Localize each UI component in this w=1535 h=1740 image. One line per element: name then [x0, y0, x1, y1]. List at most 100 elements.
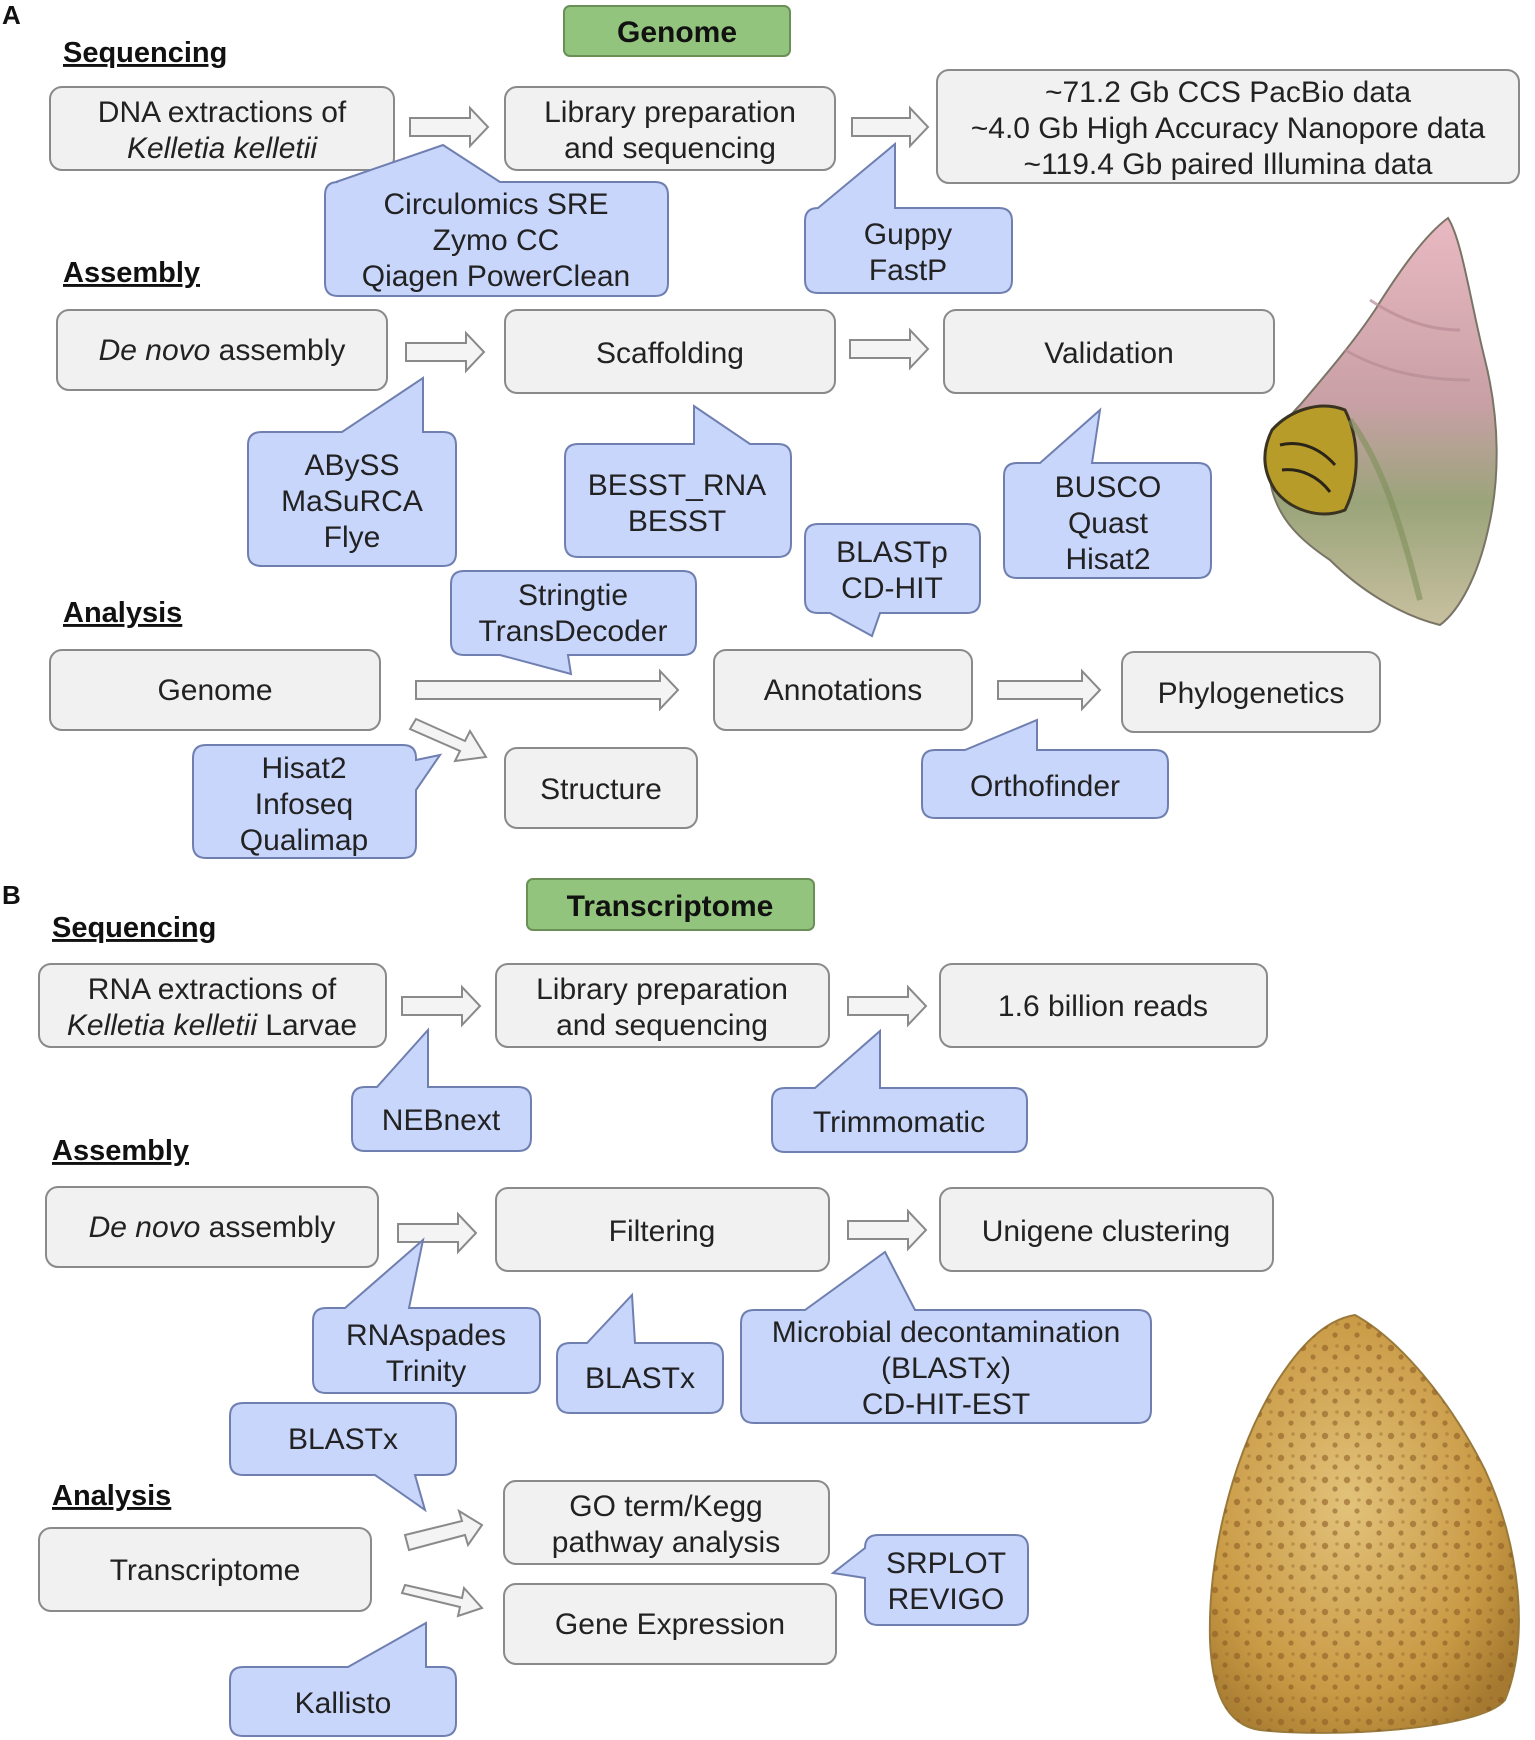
step-annotations: Annotations — [713, 649, 973, 731]
svg-text:Library preparation: Library preparation — [536, 973, 788, 1006]
step-unigene-clustering: Unigene clustering — [939, 1187, 1274, 1272]
step-genome: Genome — [49, 649, 381, 731]
section-assembly-b: Assembly — [52, 1135, 189, 1167]
svg-text:~119.4 Gb paired Illumina data: ~119.4 Gb paired Illumina data — [1024, 148, 1433, 181]
svg-text:Qiagen PowerClean: Qiagen PowerClean — [362, 260, 631, 293]
step-scaffolding: Scaffolding — [504, 309, 836, 394]
svg-text:Qualimap: Qualimap — [240, 824, 368, 857]
svg-text:pathway analysis: pathway analysis — [552, 1526, 780, 1559]
step-transcriptome: Transcriptome — [38, 1527, 372, 1612]
step-de-novo-assembly-b: De novo assembly — [45, 1186, 379, 1268]
svg-text:FastP: FastP — [869, 254, 947, 287]
arrow-right — [851, 105, 930, 149]
svg-text:MaSuRCA: MaSuRCA — [281, 485, 423, 518]
svg-text:NEBnext: NEBnext — [382, 1104, 501, 1137]
step-rna-extractions: RNA extractions of Kelletia kelletii Lar… — [38, 963, 387, 1048]
svg-text:BUSCO: BUSCO — [1055, 471, 1162, 504]
svg-text:Microbial decontamination: Microbial decontamination — [772, 1316, 1121, 1349]
svg-text:Zymo CC: Zymo CC — [433, 224, 560, 257]
genome-banner: Genome — [563, 5, 791, 57]
genome-banner-label: Genome — [617, 16, 737, 49]
arrows-panel-b — [397, 984, 928, 1618]
svg-text:CD-HIT-EST: CD-HIT-EST — [862, 1388, 1030, 1421]
svg-text:1.6 billion reads: 1.6 billion reads — [998, 990, 1208, 1023]
svg-text:Kelletia kelletii Larvae: Kelletia kelletii Larvae — [67, 1009, 357, 1042]
svg-text:Trinity: Trinity — [386, 1355, 467, 1388]
svg-text:BLASTx: BLASTx — [288, 1423, 398, 1456]
step-gene-expression: Gene Expression — [503, 1583, 837, 1665]
svg-text:Quast: Quast — [1068, 507, 1149, 540]
step-phylogenetics: Phylogenetics — [1121, 651, 1381, 733]
transcriptome-banner-label: Transcriptome — [567, 890, 774, 923]
callout-extraction-kits: Circulomics SRE Zymo CC Qiagen PowerClea… — [324, 143, 669, 297]
section-analysis-a: Analysis — [63, 597, 182, 629]
arrow-right — [397, 1211, 478, 1255]
svg-text:Orthofinder: Orthofinder — [970, 770, 1120, 803]
callout-trimming: Trimmomatic — [771, 1028, 1028, 1153]
step-validation: Validation — [943, 309, 1275, 394]
section-sequencing-a: Sequencing — [63, 37, 227, 69]
svg-text:REVIGO: REVIGO — [888, 1583, 1005, 1616]
svg-text:RNAspades: RNAspades — [346, 1319, 506, 1352]
svg-text:BESST_RNA: BESST_RNA — [588, 469, 766, 502]
svg-text:Filtering: Filtering — [609, 1215, 716, 1248]
svg-text:Annotations: Annotations — [764, 674, 922, 707]
svg-text:ABySS: ABySS — [304, 449, 399, 482]
callout-protein-tools: BLASTp CD-HIT — [804, 523, 981, 638]
panel-a-letter: A — [2, 0, 21, 30]
svg-text:Hisat2: Hisat2 — [261, 752, 346, 785]
svg-text:BLASTp: BLASTp — [836, 536, 948, 569]
step-go-kegg: GO term/Kegg pathway analysis — [503, 1480, 830, 1565]
svg-text:Phylogenetics: Phylogenetics — [1158, 677, 1345, 710]
callout-qc-tools: Guppy FastP — [804, 141, 1013, 294]
svg-text:and sequencing: and sequencing — [564, 132, 776, 165]
step-data-output: ~71.2 Gb CCS PacBio data ~4.0 Gb High Ac… — [936, 69, 1520, 184]
arrow-right — [847, 984, 928, 1028]
svg-text:Library preparation: Library preparation — [544, 96, 796, 129]
svg-text:Hisat2: Hisat2 — [1065, 543, 1150, 576]
svg-text:(BLASTx): (BLASTx) — [881, 1352, 1011, 1385]
step-filtering: Filtering — [495, 1187, 830, 1272]
svg-text:Genome: Genome — [157, 674, 272, 707]
callout-quant-tool: Kallisto — [229, 1621, 457, 1737]
svg-text:Unigene clustering: Unigene clustering — [982, 1215, 1230, 1248]
svg-text:De novo assembly: De novo assembly — [99, 334, 346, 367]
svg-text:BLASTx: BLASTx — [585, 1362, 695, 1395]
panel-b-letter: B — [2, 880, 21, 910]
step-dna-extractions: DNA extractions of Kelletia kelletii — [49, 86, 395, 171]
callout-scaffolders: BESST_RNA BESST — [564, 404, 792, 558]
svg-text:Circulomics SRE: Circulomics SRE — [383, 188, 608, 221]
svg-text:Kallisto: Kallisto — [295, 1687, 392, 1720]
arrow-diagonal — [403, 1508, 484, 1552]
svg-text:Flye: Flye — [324, 521, 381, 554]
section-assembly-a: Assembly — [63, 257, 200, 289]
svg-text:CD-HIT: CD-HIT — [841, 572, 943, 605]
callout-go-tool: BLASTx — [229, 1402, 457, 1513]
callout-decontamination: Microbial decontamination (BLASTx) CD-HI… — [740, 1250, 1152, 1424]
arrow-right — [997, 668, 1102, 712]
callout-assemblers-b: RNAspades Trinity — [312, 1237, 541, 1394]
svg-text:TransDecoder: TransDecoder — [479, 615, 668, 648]
svg-text:Scaffolding: Scaffolding — [596, 337, 744, 370]
arrows-panel-a — [405, 105, 1102, 763]
step-library-prep-b: Library preparation and sequencing — [495, 963, 830, 1048]
svg-text:Kelletia kelletii: Kelletia kelletii — [127, 132, 318, 165]
callout-annotation-tools: Stringtie TransDecoder — [450, 570, 697, 676]
transcriptome-banner: Transcriptome — [526, 878, 815, 931]
arrow-diagonal — [408, 717, 488, 763]
section-analysis-b: Analysis — [52, 1480, 171, 1512]
svg-text:~4.0 Gb High Accuracy Nanopore: ~4.0 Gb High Accuracy Nanopore data — [971, 112, 1486, 145]
svg-text:Stringtie: Stringtie — [518, 579, 628, 612]
svg-text:Validation: Validation — [1044, 337, 1174, 370]
svg-text:GO term/Kegg: GO term/Kegg — [569, 1490, 762, 1523]
svg-text:Guppy: Guppy — [864, 218, 952, 251]
larva-image — [1208, 1313, 1520, 1734]
arrow-right — [847, 1208, 928, 1252]
adult-snail-image — [1263, 216, 1498, 627]
arrow-right — [849, 327, 930, 371]
callout-assemblers-a: ABySS MaSuRCA Flye — [247, 376, 457, 567]
svg-text:~71.2 Gb CCS PacBio data: ~71.2 Gb CCS PacBio data — [1045, 76, 1411, 109]
svg-text:Trimmomatic: Trimmomatic — [813, 1106, 985, 1139]
svg-text:RNA extractions of: RNA extractions of — [88, 973, 337, 1006]
